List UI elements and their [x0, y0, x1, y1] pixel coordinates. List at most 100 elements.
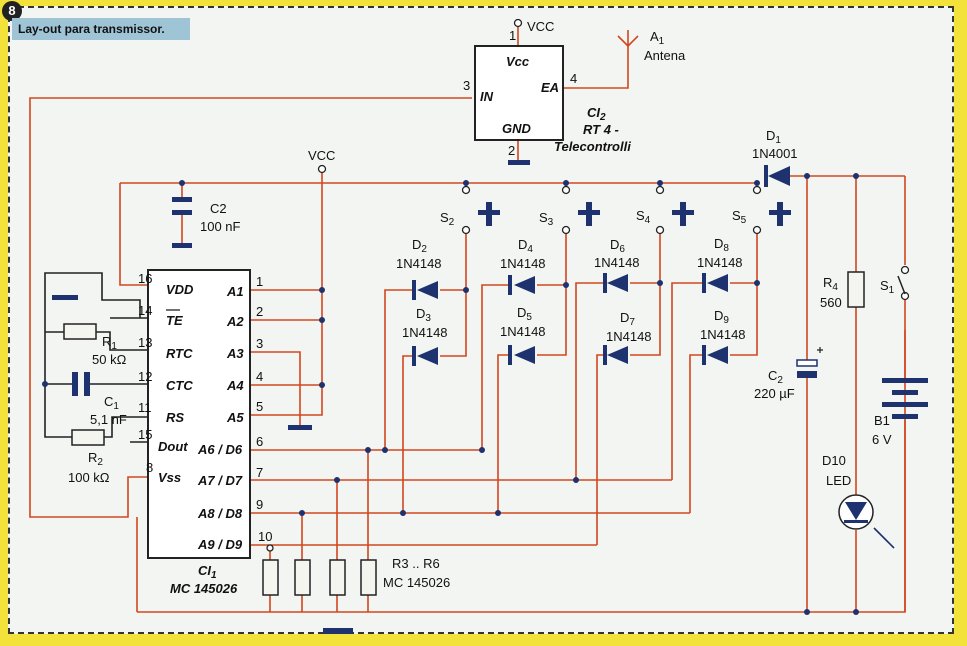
- ci1-pin-a4: A4: [226, 378, 244, 393]
- switch-s2-label: S2: [440, 210, 455, 228]
- battery-b1-name: B1: [874, 413, 890, 428]
- ci1-pin-a5: A5: [226, 410, 244, 425]
- module-ea-pin-label: EA: [541, 80, 559, 95]
- diode-d2-name: D2: [412, 237, 427, 255]
- ci1-pin-number-2: 2: [256, 304, 263, 319]
- diode-d1-name: D1: [766, 128, 781, 146]
- diode-d8-name: D8: [714, 236, 729, 254]
- ci1-pin-a8d8: A8 / D8: [197, 506, 243, 521]
- ci1-pin-a6d6: A6 / D6: [197, 442, 243, 457]
- switch-s3-label: S3: [539, 210, 554, 228]
- capacitor-electro-name: C2: [768, 368, 783, 386]
- module-pin2-number: 2: [508, 143, 515, 158]
- module-vcc-pin-label: Vcc: [506, 54, 530, 69]
- module-gnd-pin-label: GND: [502, 121, 532, 136]
- r2-value: 100 kΩ: [68, 470, 110, 485]
- ci1-pin-rs: RS: [166, 410, 184, 425]
- diode-d5-model: 1N4148: [500, 324, 546, 339]
- ci1-pin-number-16: 16: [138, 271, 152, 286]
- led-d10-type: LED: [826, 473, 851, 488]
- ci1-pin-te: TE: [166, 313, 183, 328]
- diodes-1n4148: [412, 273, 728, 366]
- r1-name: R1: [102, 334, 117, 352]
- diode-d4-name: D4: [518, 237, 533, 255]
- diode-d5-name: D5: [517, 305, 532, 323]
- resistor-r4-value: 560: [820, 295, 842, 310]
- diode-d8-model: 1N4148: [697, 255, 743, 270]
- ci1-pin-number-1: 1: [256, 274, 263, 289]
- resistor-r4-body: [847, 271, 865, 308]
- module-in-pin-label: IN: [480, 89, 494, 104]
- ci2-model: RT 4 -: [583, 122, 619, 137]
- ci1-pin-number-13: 13: [138, 335, 152, 350]
- diode-d1-model: 1N4001: [752, 146, 798, 161]
- wires: [29, 27, 906, 613]
- ci1-pin-number-4: 4: [256, 369, 263, 384]
- ground-symbol-a5: [288, 425, 312, 430]
- ci1-pin-number-3: 3: [256, 336, 263, 351]
- diode-d6-model: 1N4148: [594, 255, 640, 270]
- ci1-pin-number-5: 5: [256, 399, 263, 414]
- r1-value: 50 kΩ: [92, 352, 127, 367]
- ci1-pin-number-6: 6: [256, 434, 263, 449]
- capacitor-c1-plates: [72, 372, 90, 396]
- ci1-pin-a9d9: A9 / D9: [197, 537, 243, 552]
- c1-value: 5,1 nF: [90, 412, 127, 427]
- diode-d1: [764, 165, 790, 187]
- ci1-pin-vdd: VDD: [166, 282, 194, 297]
- module-pin1-number: 1: [509, 28, 516, 43]
- junction-dots: [42, 173, 859, 615]
- ci1-pin-a3: A3: [226, 346, 244, 361]
- pin10-terminal: [266, 544, 274, 552]
- ci1-pin-vss: Vss: [158, 470, 181, 485]
- r2-name: R2: [88, 450, 103, 468]
- antenna-name: A1: [650, 29, 665, 47]
- capacitor-electro-value: 220 µF: [754, 386, 795, 401]
- diode-d9-model: 1N4148: [700, 327, 746, 342]
- battery-b1: [882, 378, 928, 419]
- module-pin4-number: 4: [570, 71, 577, 86]
- battery-b1-value: 6 V: [872, 432, 892, 447]
- diode-d3-model: 1N4148: [402, 325, 448, 340]
- ci1-pin-dout: Dout: [158, 439, 188, 454]
- ci2-model-line2: Telecontrolli: [554, 139, 631, 154]
- diode-d7-model: 1N4148: [606, 329, 652, 344]
- antenna-label: Antena: [644, 48, 686, 63]
- ci1-pin-number-11: 11: [138, 400, 152, 415]
- ci1-pin-number-10: 10: [258, 529, 272, 544]
- diode-d7-name: D7: [620, 310, 635, 328]
- ci1-pin-number-7: 7: [256, 465, 263, 480]
- diode-d2-model: 1N4148: [396, 256, 442, 271]
- ic-ci1-body: [147, 269, 251, 559]
- resistors-r3-r6-name: R3 .. R6: [392, 556, 440, 571]
- capacitor-electrolytic: [796, 347, 823, 378]
- switch-s4-label: S4: [636, 208, 651, 226]
- ci1-pin-number-12: 12: [138, 369, 152, 384]
- figure-caption: Lay-out para transmissor.: [12, 18, 190, 40]
- c2-value: 100 nF: [200, 219, 241, 234]
- ci1-model: MC 145026: [170, 581, 238, 596]
- ci1-pin-number-14: 14: [138, 303, 152, 318]
- capacitor-c2: [172, 197, 192, 248]
- ci1-pin-number-15: 15: [138, 427, 152, 442]
- ground-symbol-main: [323, 628, 353, 634]
- diode-d9-name: D9: [714, 308, 729, 326]
- module-ground-symbol: [508, 160, 530, 165]
- module-vcc-terminal: [513, 18, 523, 28]
- c1-name: C1: [104, 394, 119, 412]
- switch-s1-label: S1: [880, 278, 895, 296]
- module-vcc-label: VCC: [527, 19, 554, 34]
- push-switches: [461, 185, 791, 235]
- ci1-pin-a1: A1: [226, 284, 244, 299]
- ci1-pin-rtc: RTC: [166, 346, 193, 361]
- switch-s1: [897, 265, 910, 301]
- ci1-pin-a7d7: A7 / D7: [197, 473, 243, 488]
- module-pin3-number: 3: [463, 78, 470, 93]
- rf-module-body: [474, 45, 564, 141]
- ci2-name: CI2: [587, 105, 606, 123]
- led-d10: [838, 494, 895, 549]
- switch-s5-label: S5: [732, 208, 747, 226]
- resistors-r3-r6: [262, 559, 377, 596]
